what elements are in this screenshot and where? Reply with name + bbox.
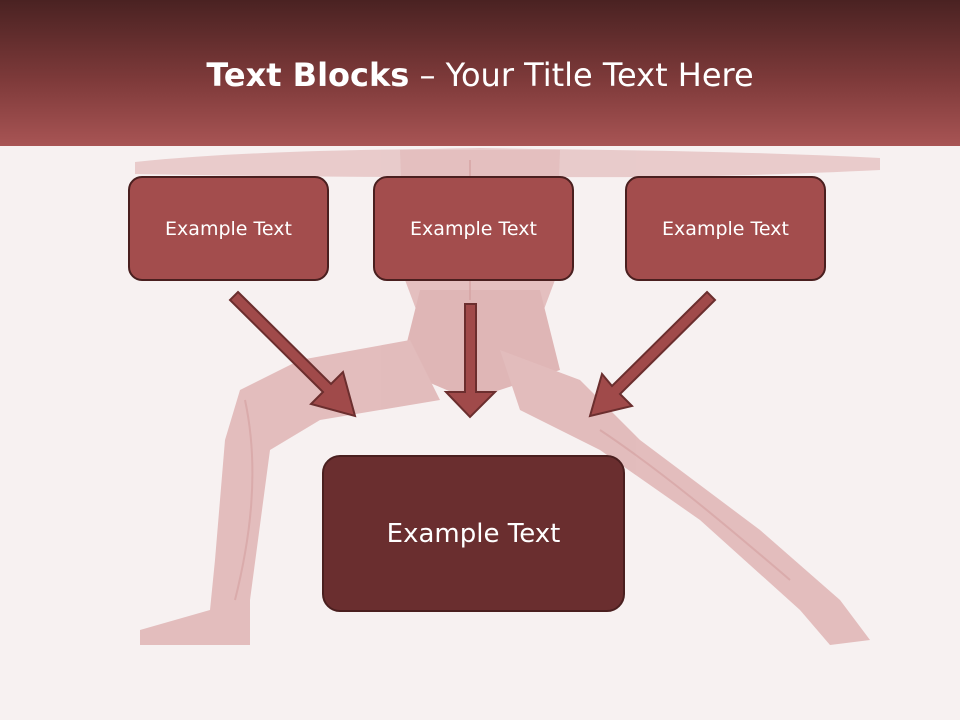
arrow-right: [588, 290, 717, 418]
title-rest-text: – Your Title Text Here: [409, 56, 754, 94]
title-bold-text: Text Blocks: [206, 56, 410, 94]
arrow-left: [228, 290, 357, 418]
result-block[interactable]: Example Text: [322, 455, 625, 612]
text-block-2-label: Example Text: [410, 217, 537, 240]
text-block-3-label: Example Text: [662, 217, 789, 240]
slide-title: Text Blocks – Your Title Text Here: [0, 54, 960, 96]
text-block-3[interactable]: Example Text: [625, 176, 826, 281]
text-block-2[interactable]: Example Text: [373, 176, 574, 281]
result-block-label: Example Text: [386, 518, 561, 549]
title-banner: [0, 0, 960, 146]
text-block-1-label: Example Text: [165, 217, 292, 240]
arrow-center: [443, 303, 498, 419]
text-block-1[interactable]: Example Text: [128, 176, 329, 281]
